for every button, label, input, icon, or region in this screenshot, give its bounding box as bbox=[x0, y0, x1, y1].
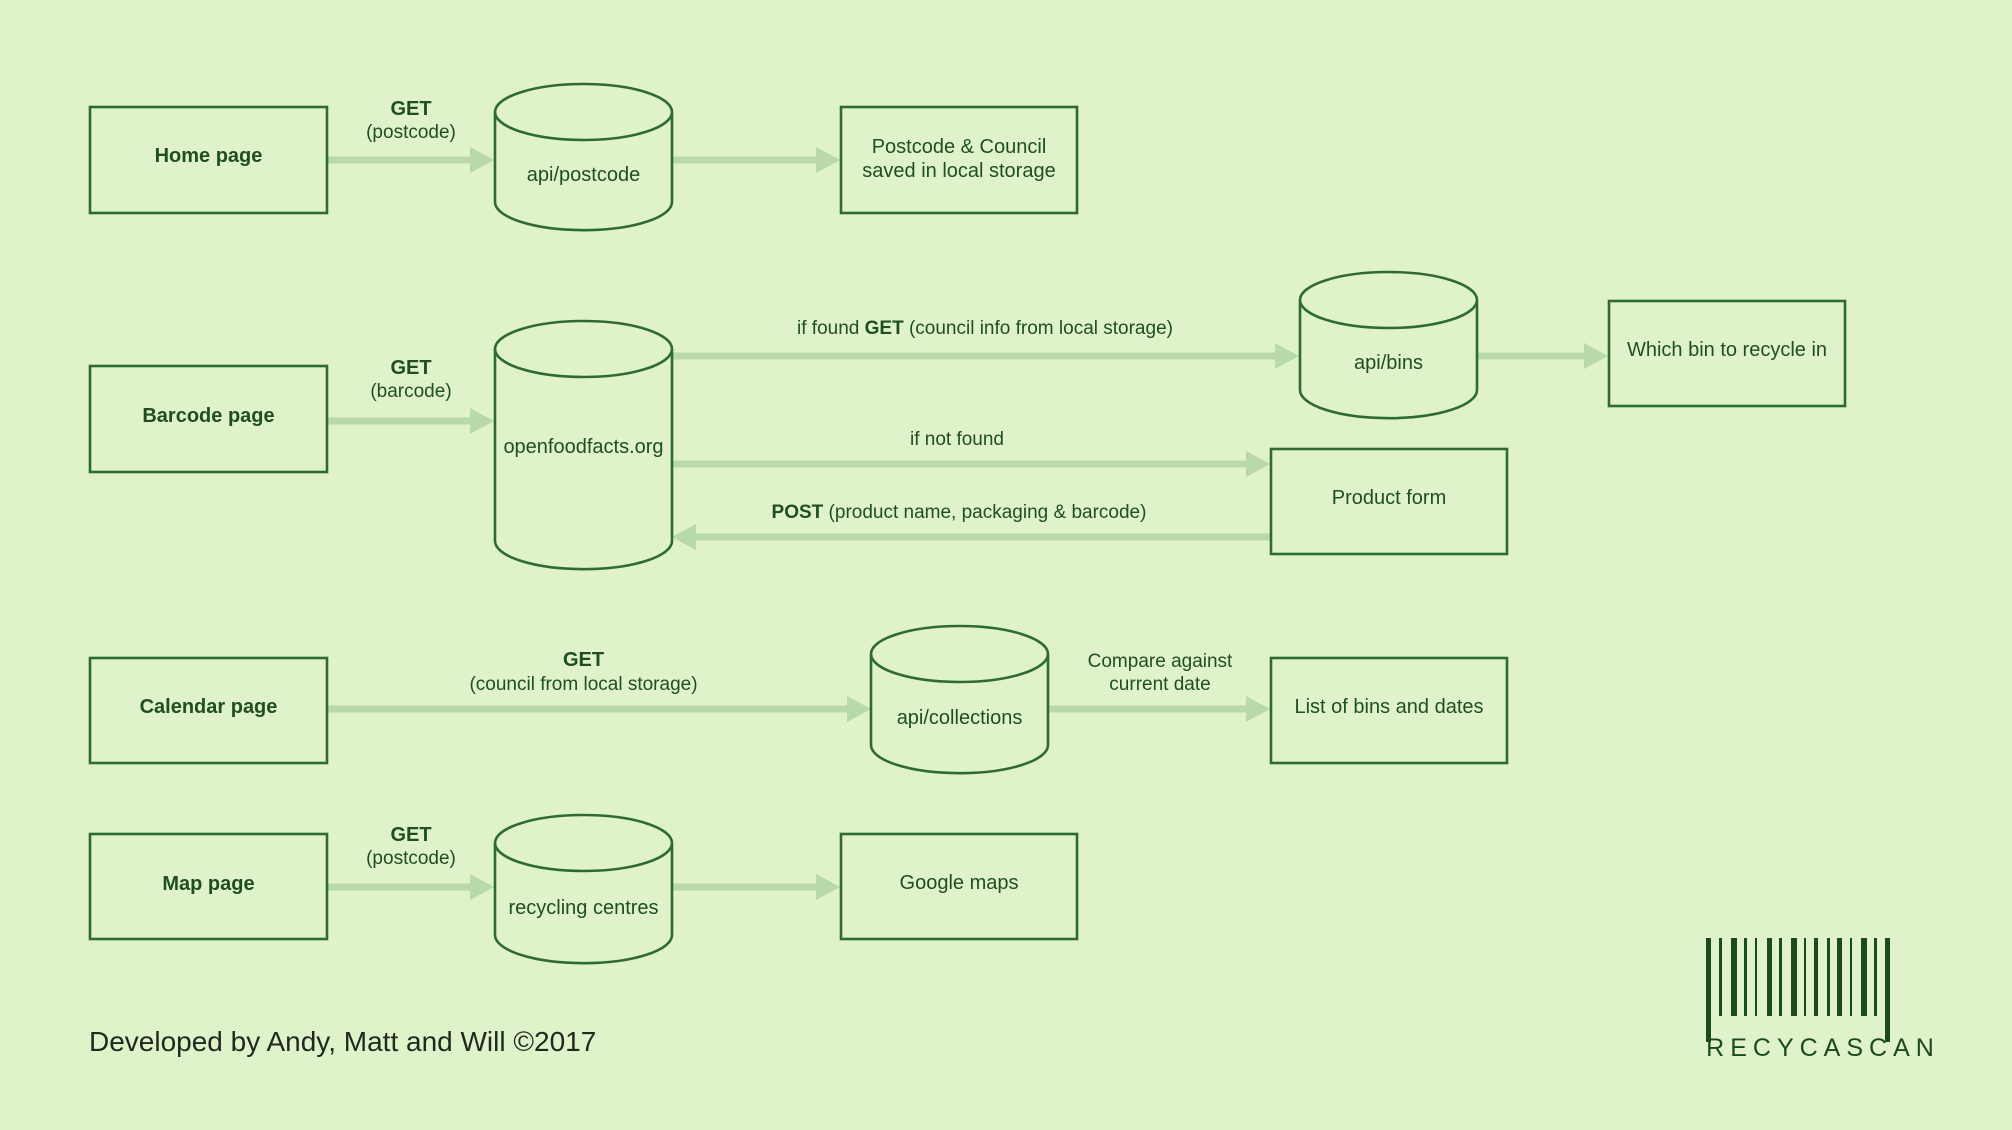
barcode-bar bbox=[1744, 938, 1747, 1016]
map-page-label: Map page bbox=[162, 873, 254, 895]
post-label: POST (product name, packaging & barcode) bbox=[772, 502, 1147, 523]
if-found-suffix: (council info from local storage) bbox=[904, 318, 1173, 339]
home-row: Home page GET (postcode) api/postcode Po… bbox=[88, 82, 1079, 232]
openfoodfacts-cylinder bbox=[493, 319, 674, 571]
barcode-bar bbox=[1885, 938, 1890, 1042]
api-postcode-label: api/postcode bbox=[527, 164, 640, 186]
map-page-box bbox=[88, 832, 329, 941]
barcode-bar bbox=[1861, 938, 1867, 1016]
barcode-bar bbox=[1779, 938, 1782, 1016]
calendar-get-method: GET bbox=[563, 649, 604, 671]
barcode-page-box bbox=[88, 364, 329, 474]
if-found-label: if found GET (council info from local st… bbox=[797, 318, 1173, 339]
bins-dates-label: List of bins and dates bbox=[1294, 696, 1483, 718]
arrowhead bbox=[1246, 696, 1270, 722]
home-get-param: (postcode) bbox=[366, 122, 456, 143]
calendar-page-box bbox=[88, 656, 329, 765]
barcode-bar bbox=[1755, 938, 1757, 1016]
barcode-bar bbox=[1719, 938, 1722, 1016]
arrowhead bbox=[816, 147, 840, 173]
bins-dates-box bbox=[1269, 656, 1509, 765]
local-storage-result-box bbox=[839, 105, 1079, 215]
local-storage-result-line1: Postcode & Council bbox=[872, 136, 1047, 158]
barcode-get-param: (barcode) bbox=[370, 381, 451, 402]
map-get-param: (postcode) bbox=[366, 848, 456, 869]
barcode-bar bbox=[1827, 938, 1830, 1016]
api-bins-cylinder bbox=[1298, 270, 1479, 420]
barcode-row: Barcode page GET (barcode) openfoodfacts… bbox=[88, 270, 1847, 571]
logo-wordmark: RECYCASCAN bbox=[1706, 1034, 1940, 1062]
calendar-row: Calendar page GET (council from local st… bbox=[88, 624, 1509, 775]
arrowhead bbox=[470, 147, 494, 173]
google-maps-box bbox=[839, 832, 1079, 941]
map-get-method: GET bbox=[390, 824, 431, 846]
barcode-bar bbox=[1791, 938, 1797, 1016]
barcode-bar bbox=[1731, 938, 1737, 1016]
arrowhead bbox=[847, 696, 871, 722]
barcode-bar bbox=[1706, 938, 1711, 1042]
home-page-label: Home page bbox=[155, 145, 263, 167]
arrows bbox=[328, 147, 1608, 900]
barcode-icon bbox=[1706, 938, 1890, 1042]
if-found-method: GET bbox=[865, 318, 904, 339]
recycling-centres-label: recycling centres bbox=[508, 897, 658, 919]
if-not-found-label: if not found bbox=[910, 429, 1004, 450]
api-postcode-cylinder bbox=[493, 82, 674, 232]
google-maps-label: Google maps bbox=[900, 872, 1019, 894]
product-form-label: Product form bbox=[1332, 487, 1446, 509]
credit-text: Developed by Andy, Matt and Will ©2017 bbox=[89, 1026, 596, 1057]
local-storage-result-line2: saved in local storage bbox=[862, 160, 1055, 182]
bin-result-box bbox=[1607, 299, 1847, 408]
barcode-bar bbox=[1767, 938, 1772, 1016]
api-collections-cylinder bbox=[869, 624, 1050, 775]
product-form-box bbox=[1269, 447, 1509, 556]
arrowhead bbox=[816, 874, 840, 900]
calendar-get-param: (council from local storage) bbox=[469, 674, 697, 695]
recycascan-logo: RECYCASCAN bbox=[1706, 938, 1940, 1062]
post-suffix: (product name, packaging & barcode) bbox=[823, 502, 1146, 523]
home-page-box bbox=[88, 105, 329, 215]
calendar-page-label: Calendar page bbox=[140, 696, 278, 718]
barcode-bar bbox=[1850, 938, 1852, 1016]
arrowhead bbox=[1246, 451, 1270, 477]
barcode-bar bbox=[1804, 938, 1806, 1016]
bin-result-label: Which bin to recycle in bbox=[1627, 339, 1827, 361]
if-found-prefix: if found bbox=[797, 318, 865, 339]
map-row: Map page GET (postcode) recycling centre… bbox=[88, 813, 1079, 965]
barcode-bar bbox=[1814, 938, 1818, 1016]
recycling-centres-cylinder bbox=[493, 813, 674, 965]
arrowhead bbox=[1584, 343, 1608, 369]
compare-line2: current date bbox=[1109, 674, 1210, 695]
compare-line1: Compare against bbox=[1088, 651, 1233, 672]
api-collections-label: api/collections bbox=[897, 707, 1023, 729]
arrowhead bbox=[672, 524, 696, 550]
arrowhead bbox=[1275, 343, 1299, 369]
api-bins-label: api/bins bbox=[1354, 352, 1423, 374]
barcode-get-method: GET bbox=[390, 357, 431, 379]
openfoodfacts-label: openfoodfacts.org bbox=[503, 436, 663, 458]
barcode-bar bbox=[1837, 938, 1842, 1016]
barcode-page-label: Barcode page bbox=[142, 405, 274, 427]
post-method: POST bbox=[772, 502, 824, 523]
arrowhead bbox=[470, 874, 494, 900]
arrowhead bbox=[470, 408, 494, 434]
barcode-bar bbox=[1874, 938, 1877, 1016]
home-get-method: GET bbox=[390, 98, 431, 120]
